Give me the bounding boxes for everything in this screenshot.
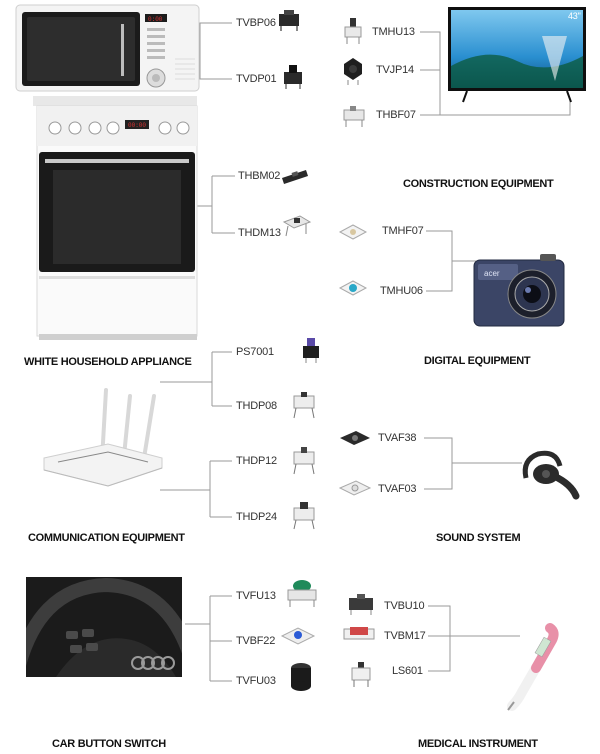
switch-tvbm17-icon: [343, 627, 375, 640]
part-label-tmhu13: TMHU13: [372, 26, 415, 38]
switch-tmhf07-icon: [338, 224, 368, 240]
router-illustration: [43, 388, 163, 487]
part-label-tvbu10: TVBU10: [384, 600, 425, 612]
microwave-illustration: 0:00: [15, 4, 200, 92]
part-label-tvaf03: TVAF03: [378, 483, 417, 495]
switch-thdp08-icon: [293, 392, 315, 419]
svg-text:00:00: 00:00: [128, 122, 146, 129]
part-label-tvbf22: TVBF22: [236, 635, 276, 647]
caption-white-household: WHITE HOUSEHOLD APPLIANCE: [24, 356, 192, 368]
svg-text:0:00: 0:00: [148, 16, 163, 23]
switch-tvfu13-icon: [287, 580, 317, 607]
switch-tvbu10-icon: [349, 594, 373, 615]
switch-tvaf38-icon: [340, 431, 370, 445]
switch-thdp24-icon: [293, 502, 315, 530]
part-label-thdm13: THDM13: [238, 227, 281, 239]
switch-tvdp01-icon: [284, 65, 302, 89]
steering-wheel-illustration: [26, 577, 182, 677]
part-label-tvaf38: TVAF38: [378, 432, 417, 444]
caption-sound: SOUND SYSTEM: [436, 532, 521, 544]
part-label-thdp12: THDP12: [236, 455, 277, 467]
part-label-tvdp01: TVDP01: [236, 73, 277, 85]
switch-tmhu13-icon: [344, 18, 362, 44]
switch-thdm13-icon: [282, 215, 312, 237]
switch-thbf07-icon: [343, 106, 365, 127]
oven-illustration: 00:00: [33, 96, 198, 340]
switch-tvjp14-icon: [344, 58, 362, 85]
part-label-tvjp14: TVJP14: [376, 64, 414, 76]
part-label-tmhu06: TMHU06: [380, 285, 423, 297]
switch-tvaf03-icon: [338, 480, 372, 496]
tv-illustration: [448, 7, 586, 103]
switch-tmhu06-icon: [338, 280, 368, 296]
part-label-tmhf07: TMHF07: [382, 225, 424, 237]
caption-medical: MEDICAL INSTRUMENT: [418, 738, 538, 750]
caption-communication: COMMUNICATION EQUIPMENT: [28, 532, 185, 544]
part-label-thdp08: THDP08: [236, 400, 277, 412]
part-label-tvbm17: TVBM17: [384, 630, 426, 642]
part-label-tvfu13: TVFU13: [236, 590, 276, 602]
svg-text:acer: acer: [484, 269, 500, 278]
switch-thbm02-icon: [282, 170, 308, 184]
caption-car: CAR BUTTON SWITCH: [52, 738, 166, 750]
part-label-ps7001: PS7001: [236, 346, 274, 358]
part-label-tvbp06: TVBP06: [236, 17, 276, 29]
switch-thdp12-icon: [293, 447, 315, 475]
headset-illustration: [522, 450, 580, 500]
caption-construction: CONSTRUCTION EQUIPMENT: [403, 178, 554, 190]
switch-ls601-icon: [351, 662, 371, 687]
part-label-ls601: LS601: [392, 665, 423, 677]
tv-size-label: 43": [568, 11, 581, 21]
switch-ps7001-icon: [303, 338, 319, 363]
part-label-tvfu03: TVFU03: [236, 675, 276, 687]
switch-tvbf22-icon: [280, 627, 316, 645]
switch-tvfu03-icon: [291, 663, 311, 691]
switch-tvbp06-icon: [279, 10, 299, 31]
caption-digital: DIGITAL EQUIPMENT: [424, 355, 531, 367]
part-label-thbm02: THBM02: [238, 170, 281, 182]
camera-illustration: acer: [473, 254, 565, 327]
part-label-thdp24: THDP24: [236, 511, 277, 523]
part-label-thbf07: THBF07: [376, 109, 416, 121]
thermometer-illustration: [507, 623, 559, 711]
